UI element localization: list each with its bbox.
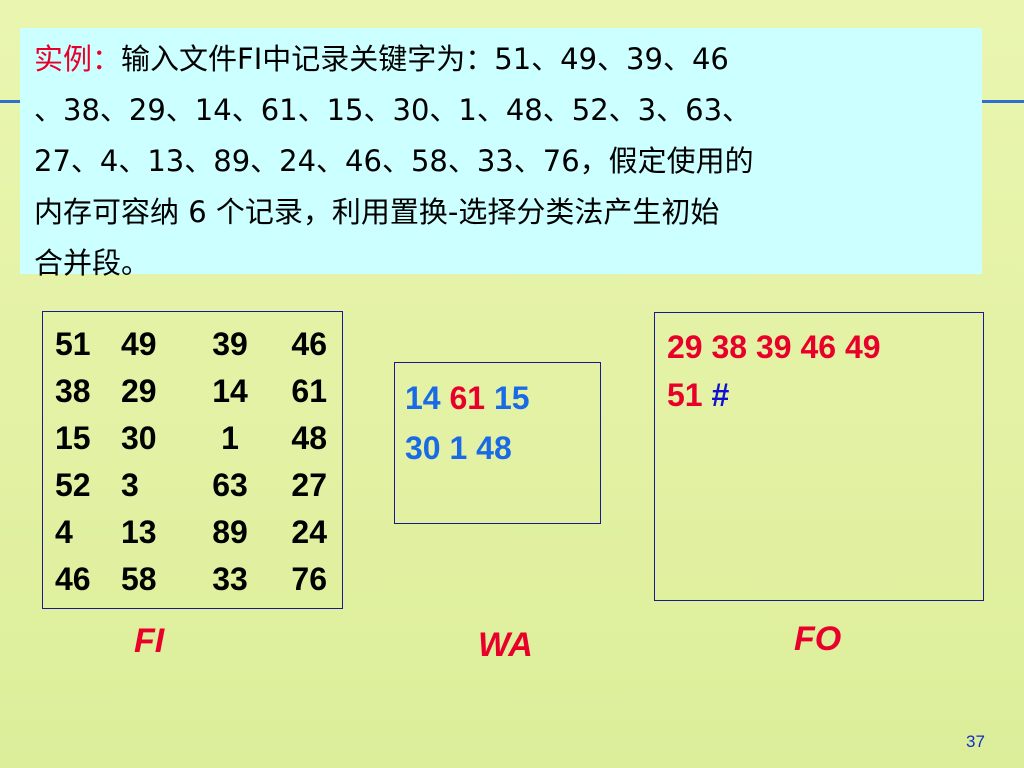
fo-label: FO xyxy=(794,620,842,658)
fi-cell: 30 xyxy=(121,420,157,456)
intro-text-box: 实例：输入文件FI中记录关键字为：51、49、39、46 、38、29、14、6… xyxy=(20,28,982,280)
fi-row: 15 30 1 48 xyxy=(55,418,342,465)
fi-cell: 4 xyxy=(55,514,73,550)
fi-row: 38 29 14 61 xyxy=(55,371,342,418)
wa-line-2: 30 1 48 xyxy=(405,423,600,473)
fi-cell: 3 xyxy=(121,467,139,503)
fi-cell: 52 xyxy=(55,467,91,503)
fi-row: 4 13 89 24 xyxy=(55,512,342,559)
fi-cell: 61 xyxy=(291,373,327,409)
fi-row: 51 49 39 46 xyxy=(55,324,342,371)
fi-cell: 1 xyxy=(221,420,239,456)
fi-cell: 13 xyxy=(121,514,157,550)
fo-value: 51 xyxy=(667,377,703,413)
wa-value: 48 xyxy=(476,430,512,466)
wa-label: WA xyxy=(478,626,533,664)
wa-workspace-box: 14 61 15 30 1 48 xyxy=(394,362,601,524)
fi-row: 52 3 63 27 xyxy=(55,465,342,512)
wa-value: 1 xyxy=(449,430,468,466)
wa-value: 30 xyxy=(405,430,441,466)
wa-value: 15 xyxy=(493,380,530,416)
fo-end-marker: # xyxy=(711,377,730,413)
fi-label: FI xyxy=(134,622,165,660)
fi-cell: 76 xyxy=(291,561,327,597)
intro-line-1-text: 输入文件FI中记录关键字为：51、49、39、46 xyxy=(121,42,729,76)
fi-cell: 58 xyxy=(121,561,157,597)
fi-cell: 33 xyxy=(212,561,248,597)
fi-cell: 48 xyxy=(291,420,327,456)
wa-line-1: 14 61 15 xyxy=(405,373,600,423)
fi-cell: 46 xyxy=(291,326,327,362)
fo-line-2: 51 # xyxy=(667,371,983,419)
fi-cell: 51 xyxy=(55,326,91,362)
fi-cell: 14 xyxy=(212,373,248,409)
fi-cell: 27 xyxy=(291,467,327,503)
intro-line-1: 实例：输入文件FI中记录关键字为：51、49、39、46 xyxy=(34,34,968,85)
intro-line-2: 、38、29、14、61、15、30、1、48、52、3、63、 xyxy=(34,93,752,127)
fo-line-1: 29 38 39 46 49 xyxy=(667,329,881,365)
fi-cell: 15 xyxy=(55,420,91,456)
intro-line-3: 27、4、13、89、24、46、58、33、76，假定使用的 xyxy=(34,144,754,178)
fi-cell: 39 xyxy=(212,326,248,362)
fi-cell: 63 xyxy=(212,467,248,503)
fi-cell: 38 xyxy=(55,373,91,409)
fi-cell: 49 xyxy=(121,326,157,362)
fi-cell: 89 xyxy=(212,514,248,550)
wa-value: 14 xyxy=(405,380,441,416)
page-number: 37 xyxy=(966,732,985,751)
fi-cell: 24 xyxy=(291,514,327,550)
wa-value-highlight: 61 xyxy=(449,380,486,416)
intro-lead: 实例： xyxy=(34,42,122,76)
fi-cell: 46 xyxy=(55,561,91,597)
intro-line-4: 内存可容纳 6 个记录，利用置换-选择分类法产生初始 xyxy=(34,195,720,229)
fi-cell: 29 xyxy=(121,373,157,409)
fo-output-box: 29 38 39 46 49 51 # xyxy=(654,312,984,601)
fi-file-box: 51 49 39 46 38 29 14 61 15 30 1 48 52 3 … xyxy=(42,311,343,609)
fi-row: 46 58 33 76 xyxy=(55,559,342,606)
intro-line-5: 合并段。 xyxy=(34,246,151,280)
